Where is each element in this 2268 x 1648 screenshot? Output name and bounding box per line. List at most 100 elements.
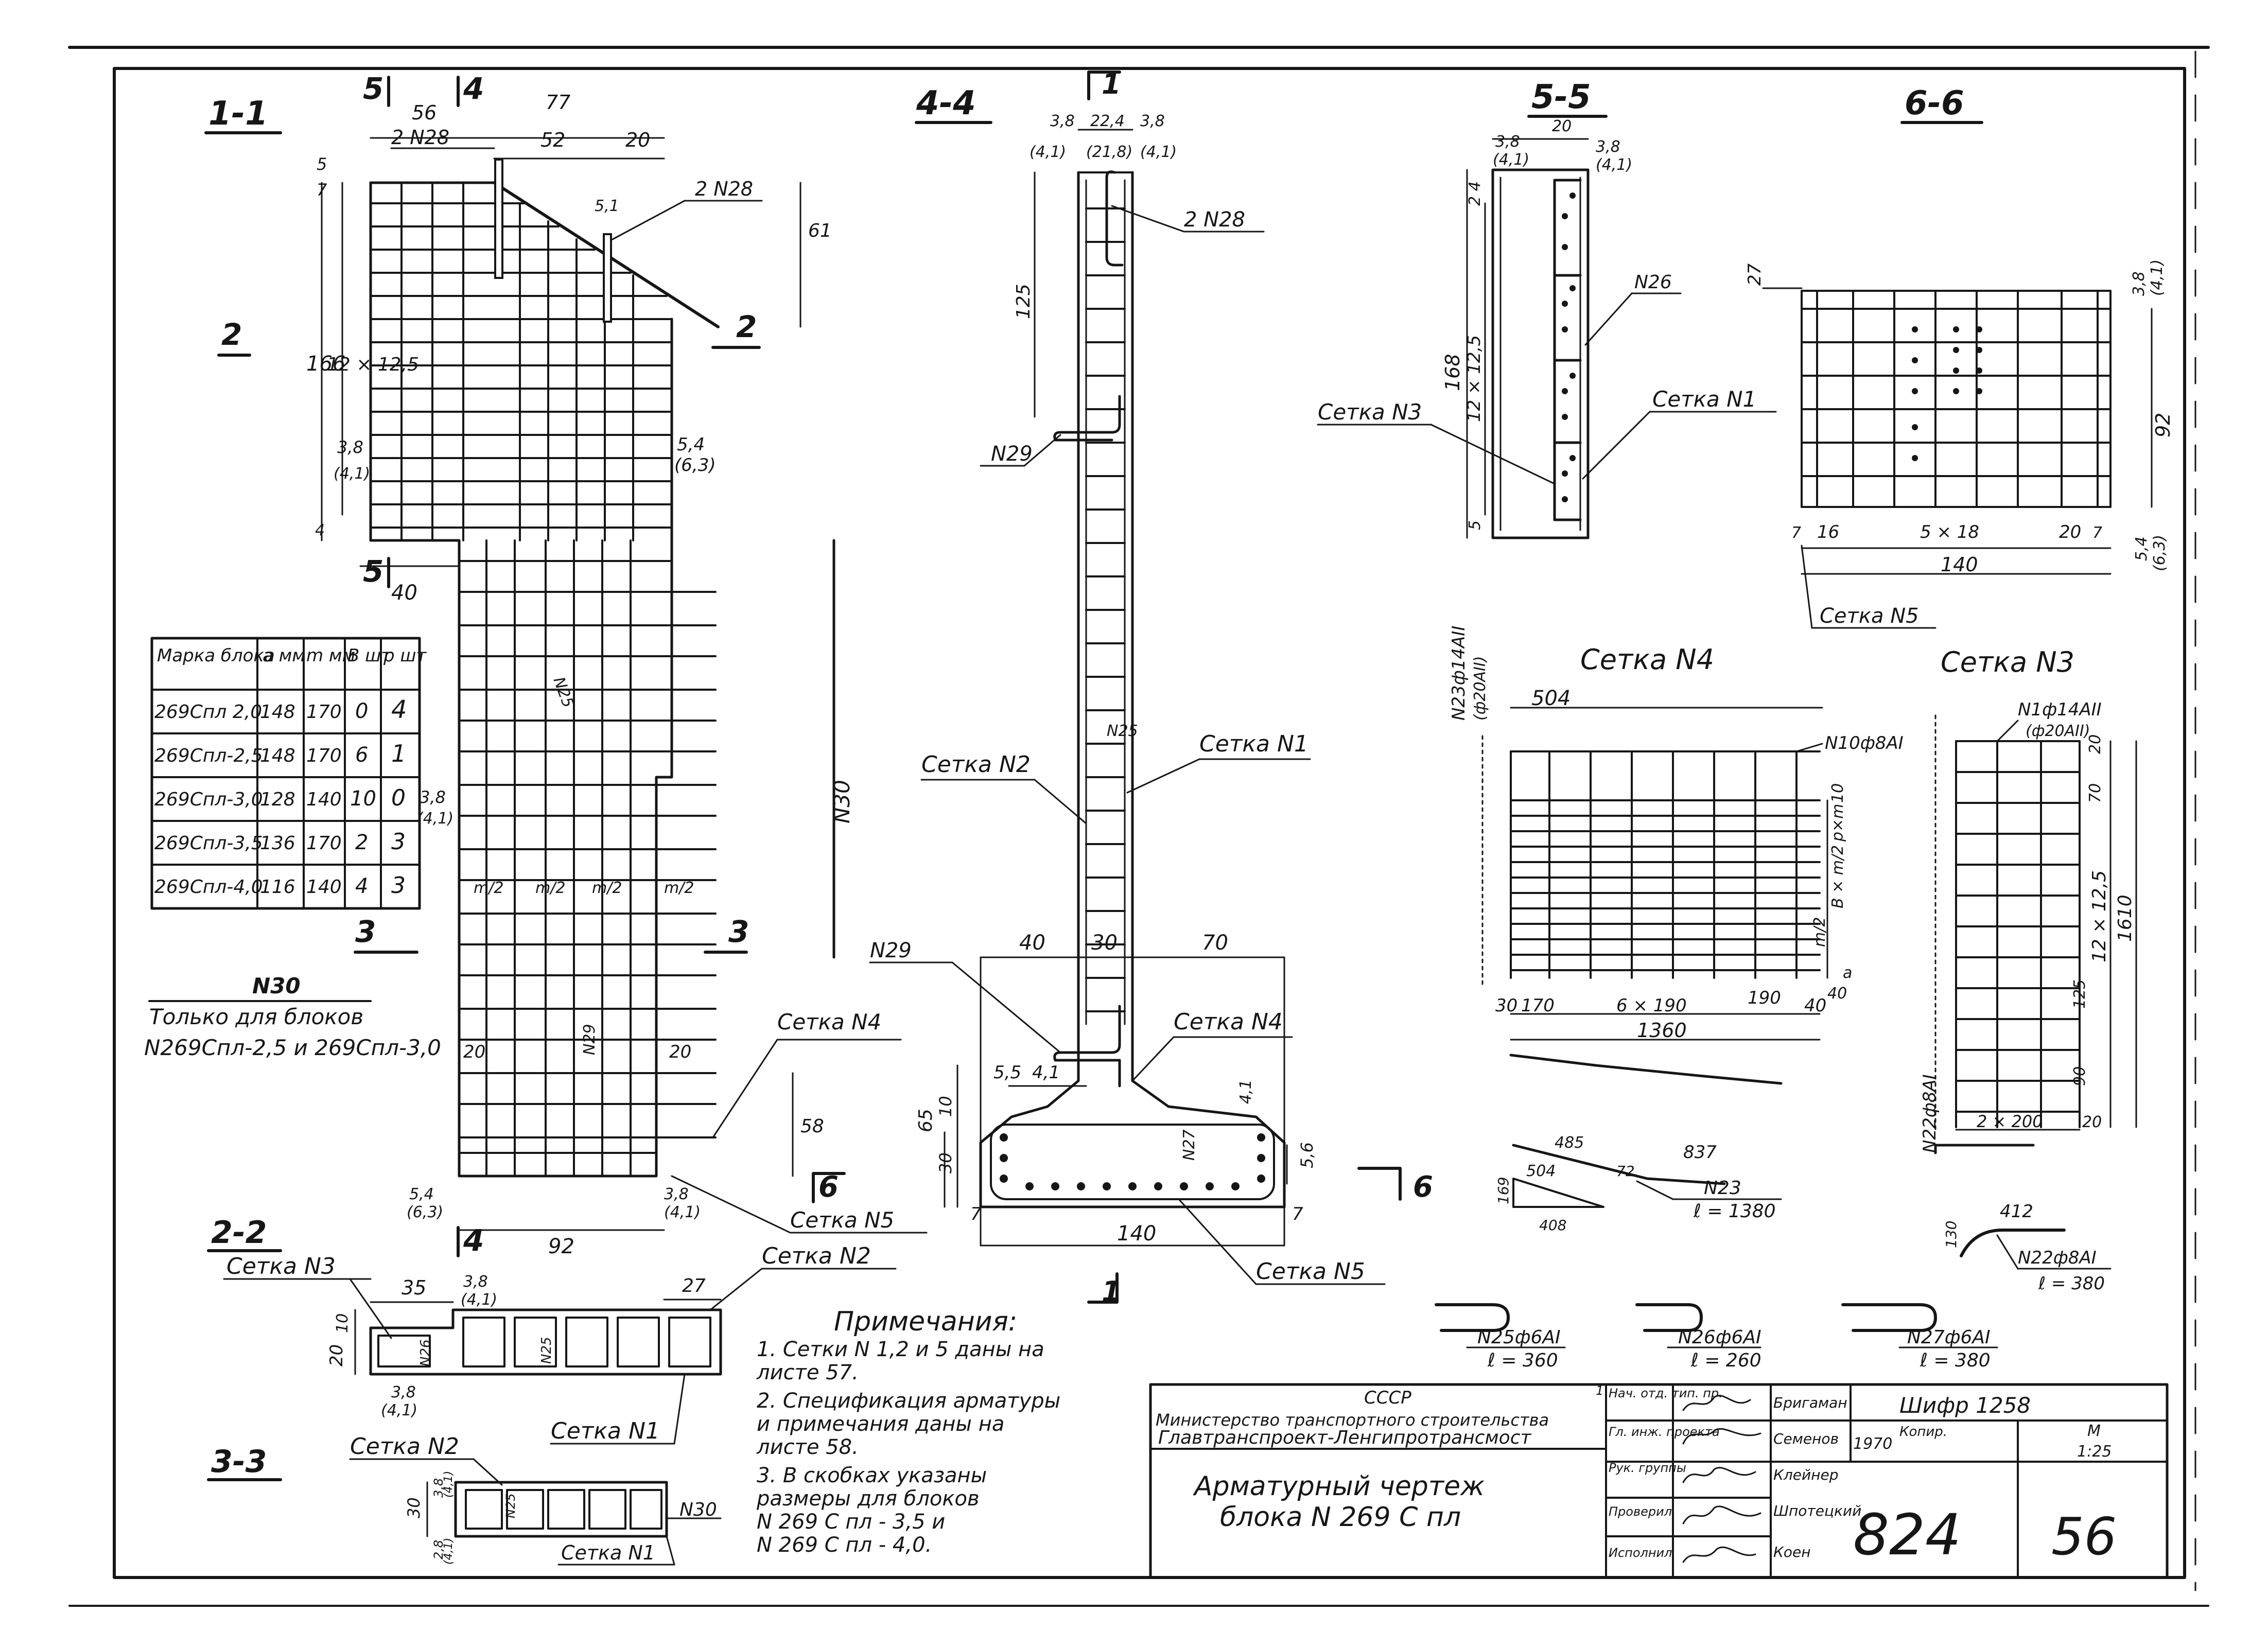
table-cell-r3-c3: 2: [355, 831, 368, 854]
title-block-scale: 1:25: [2077, 1443, 2112, 1461]
dim-4-4-21-8: (21,8): [1086, 143, 1132, 161]
title-block-cipher: Шифр 1258: [1899, 1393, 2031, 1418]
dim-5-5-20: 20: [1552, 117, 1572, 135]
table-cell-r4-c4: 3: [391, 872, 406, 899]
label-setka1-2-2: Сетка N1: [551, 1418, 660, 1444]
dim-6-6-140: 140: [1941, 553, 1978, 576]
title-block-sheet-no: 56: [2051, 1506, 2117, 1567]
5-5-bars: [1562, 192, 1576, 502]
dim-6-6-4-1: (4,1): [2148, 259, 2166, 296]
bar-n23-length: ℓ = 1380: [1693, 1201, 1776, 1222]
dimension-lines-6-6: [1762, 287, 2153, 575]
bar-n22-name: N22ф8АI: [2018, 1248, 2097, 1268]
label-n27-foot: N27: [1180, 1129, 1198, 1161]
bar-n26-length: ℓ = 260: [1690, 1350, 1761, 1371]
stem-links: [1085, 207, 1126, 1012]
dim-4: 4: [315, 521, 325, 539]
dim-2-2-4-1-bottom: (4,1): [381, 1401, 417, 1419]
dim-2-2-27: 27: [682, 1275, 706, 1296]
bar-n22-412: 412: [2000, 1201, 2033, 1222]
title-block-scale-label: М: [2087, 1422, 2101, 1440]
mesh-n4-dim-bm: B × m/2: [1829, 845, 1847, 908]
title-block-role-2: Гл. инж. проекта: [1609, 1425, 1720, 1439]
table-header-a: a мм: [263, 645, 305, 666]
dim-2-2-3-8: 3,8: [463, 1273, 488, 1291]
bar-n23-408: 408: [1539, 1217, 1566, 1234]
dim-2-2-35: 35: [402, 1276, 426, 1299]
section-title-1-1: 1-1: [208, 95, 268, 133]
mesh-n4-dim-170: 170: [1521, 995, 1555, 1016]
label-n26-2-2: N26: [418, 1339, 433, 1366]
mesh-n3-rebar-n1-alt: (ф20АII): [2026, 722, 2090, 740]
label-setka3-5-5: Сетка N3: [1318, 399, 1422, 425]
dim-2-2-20: 20: [326, 1344, 347, 1366]
bar-n25-name: N25ф6АI: [1477, 1327, 1561, 1348]
section-1-1: 1-1: [144, 71, 928, 1258]
bar-n22-length: ℓ = 380: [2038, 1273, 2105, 1294]
label-setka2-2-2: Сетка N2: [762, 1243, 871, 1269]
dim-5-4-bottom: 5,4: [409, 1185, 434, 1203]
dim-4-4-4-1-foot: 4,1: [1237, 1079, 1255, 1104]
label-n30-vertical: N30: [829, 780, 854, 823]
table-cell-r4-c3: 4: [355, 874, 368, 898]
label-2n28-left: 2 N28: [391, 126, 449, 149]
dim-5-5-5: 5: [1466, 520, 1484, 530]
mesh-n4: Сетка N4: [1449, 626, 1904, 1085]
mesh-n4-title: Сетка N4: [1580, 643, 1714, 676]
label-n25-2-2: N25: [539, 1337, 554, 1364]
mesh-n3-dim-125: 125: [2071, 979, 2089, 1009]
mesh-n4-grid: [1510, 750, 1821, 979]
notes-line-5: листе 58.: [756, 1435, 859, 1459]
notes: Примечания: 1. Сетки N 1,2 и 5 даны на л…: [756, 1306, 1060, 1557]
mesh-n3-dim-20: 20: [2086, 734, 2104, 754]
label-setka2-3-3: Сетка N2: [350, 1433, 459, 1460]
dim-m2-b: m/2: [535, 879, 565, 897]
label-setka5-4-4: Сетка N5: [1256, 1258, 1365, 1285]
dim-6-3-bottom: (6,3): [407, 1203, 443, 1221]
dim-20-left: 20: [463, 1042, 485, 1062]
mesh-n4-dim-m2: m/2: [1811, 917, 1829, 947]
dim-5-4: 5,4: [677, 434, 705, 455]
mesh-n4-dim-1360: 1360: [1637, 1019, 1687, 1042]
title-block-title-2: блока N 269 С пл: [1220, 1502, 1461, 1533]
title-block-corner-mark: 1: [1596, 1383, 1603, 1398]
dim-3-3-4-1-bottom: (4,1): [442, 1538, 455, 1565]
dim-5-5-4-1-left: (4,1): [1493, 151, 1529, 169]
dim-4-1: (4,1): [334, 465, 370, 483]
table-cell-r4-c1: 116: [260, 876, 295, 898]
dim-4-4-70: 70: [1202, 931, 1228, 955]
block-table: Марка блока a мм m мм B шт p шт 269Спл 2…: [150, 637, 427, 910]
notes-line-6: 3. В скобках указаны: [757, 1464, 987, 1487]
bar-n27-name: N27ф6АI: [1907, 1327, 1991, 1348]
dim-6-6-3-8: 3,8: [2130, 271, 2148, 296]
section-title-2-2: 2-2: [211, 1215, 267, 1251]
mesh-n4-dim-30: 30: [1495, 995, 1517, 1016]
mesh-n4-dim-40: 40: [1804, 995, 1826, 1016]
label-n29-upper: N29: [991, 442, 1033, 466]
dimension-lines-1-1: [321, 137, 801, 1231]
mesh-lower-part: [458, 539, 717, 1177]
foot-bars: [1000, 1133, 1265, 1190]
label-setka4-1-1: Сетка N4: [777, 1009, 881, 1035]
dim-5-5-3-8-left: 3,8: [1495, 133, 1520, 151]
title-block-name-4: Шпотецкий: [1773, 1502, 1861, 1519]
title-block-org: Главтранспроект-Ленгипротрансмост: [1158, 1427, 1531, 1448]
dim-m2-d: m/2: [664, 879, 694, 897]
cut-mark-3-right: 3: [728, 914, 749, 949]
dim-4-4-125: 125: [1013, 284, 1034, 319]
dim-4-4-10: 10: [936, 1096, 955, 1117]
dim-77: 77: [546, 91, 570, 114]
dimension-lines-4-4: [944, 129, 1288, 1247]
dim-6-6-16: 16: [1817, 522, 1839, 542]
mesh-n4-rebar-n10: N10ф8АI: [1825, 733, 1904, 753]
label-setka1-3-3: Сетка N1: [561, 1541, 655, 1564]
dim-40: 40: [391, 581, 417, 605]
dim-4-4-4-1-left: (4,1): [1030, 143, 1066, 161]
notes-line-4: и примечания даны на: [757, 1412, 1004, 1436]
dim-4-4-7-left: 7: [970, 1204, 982, 1224]
title-block: СССР Министерство транспортного строител…: [1149, 1383, 2169, 1579]
dim-4-4-4-1: 4,1: [1032, 1062, 1060, 1083]
table-cell-r3-c4: 3: [391, 829, 406, 855]
dim-5-5-3-8-right: 3,8: [1596, 138, 1620, 156]
table-header-mark: Марка блока: [157, 645, 275, 666]
